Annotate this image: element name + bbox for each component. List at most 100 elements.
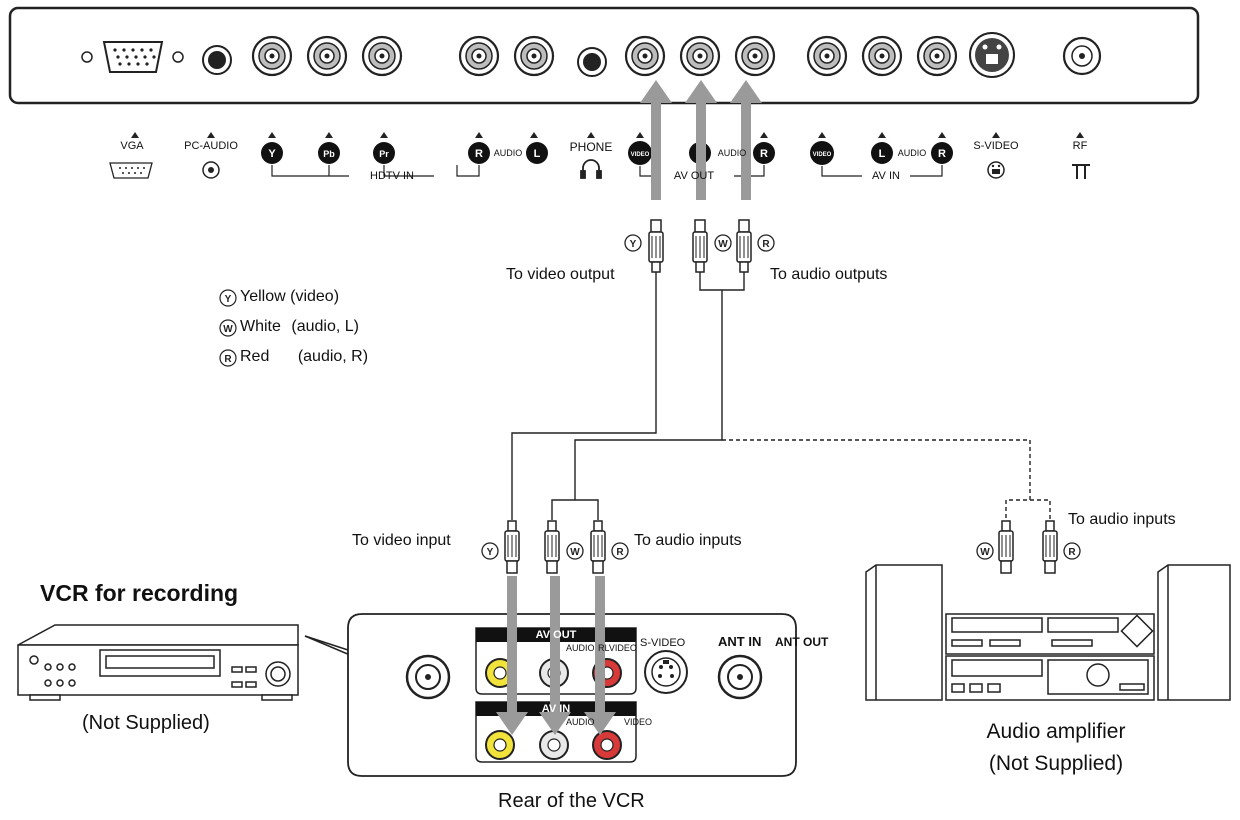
tv-audio-r-plug <box>736 219 752 273</box>
tv-plug-letter-r: R <box>762 239 770 250</box>
vcr-audio-l-plug <box>544 520 560 574</box>
label-rf: RF <box>1072 140 1088 152</box>
vcr-plug-letter-r: R <box>616 547 624 558</box>
label-to-audio-outputs: To audio outputs <box>770 266 888 283</box>
phone-jack <box>577 47 607 77</box>
label-s-video: S-VIDEO <box>973 140 1019 152</box>
vcr-rl-video-label: RLVIDEO <box>598 643 637 653</box>
amplifier-not-supplied: (Not Supplied) <box>988 752 1124 775</box>
av-out-arrows <box>640 80 762 200</box>
label-av-out-audio: AUDIO <box>717 148 747 158</box>
label-av-out: AV OUT <box>673 170 715 182</box>
label-to-video-input: To video input <box>352 532 451 549</box>
label-to-video-output: To video output <box>506 266 615 283</box>
legend-yellow-color: Yellow <box>240 288 286 305</box>
port-group-brackets <box>271 165 943 177</box>
antenna-icon <box>1072 164 1090 179</box>
legend-symbol-w: W <box>223 324 233 335</box>
vcr-audio-out-label: AUDIO <box>566 643 595 653</box>
tv-plug-letter-y: Y <box>630 239 637 250</box>
badge-avout-r: R <box>760 148 768 160</box>
audio-amplifier-illustration <box>865 564 1231 701</box>
vcr-av-in-label: AV IN <box>541 703 571 715</box>
amp-plug-letter-w: W <box>980 547 990 558</box>
legend-white-desc: (audio, L) <box>291 318 359 335</box>
label-hdtv-in: HDTV IN <box>370 170 414 182</box>
vcr-not-supplied: (Not Supplied) <box>82 712 210 734</box>
badge-avout-video: VIDEO <box>631 152 650 158</box>
amp-audio-r-plug <box>1042 520 1058 574</box>
hdtv-y-jack <box>251 35 293 77</box>
tv-audio-l-plug <box>692 219 708 273</box>
badge-hdtv-l: L <box>534 148 541 160</box>
label-av-in: AV IN <box>872 170 900 182</box>
legend-symbols <box>219 289 237 367</box>
amp-audio-l-plug <box>998 520 1014 574</box>
vcr-audio-in-label: AUDIO <box>566 717 595 727</box>
vcr-plug-letter-w: W <box>570 547 580 558</box>
label-hdtv-audio: AUDIO <box>493 148 523 158</box>
label-vga: VGA <box>120 140 144 152</box>
av-in-r-jack <box>916 35 958 77</box>
vcr-in-arrows <box>496 576 616 735</box>
av-out-video-jack <box>624 35 666 77</box>
legend-red-desc: (audio, R) <box>297 348 369 365</box>
label-pc-audio: PC-AUDIO <box>184 140 238 152</box>
pc-audio-icon <box>202 161 220 179</box>
pc-audio-jack <box>202 45 232 75</box>
tv-video-plug <box>648 219 664 273</box>
vcr-plug-letter-circles <box>481 542 1081 560</box>
legend-white-color: White <box>240 318 281 335</box>
amplifier-title: Audio amplifier <box>986 720 1126 743</box>
legend-symbol-r: R <box>224 354 232 365</box>
label-to-audio-inputs-vcr: To audio inputs <box>634 532 742 549</box>
badge-avin-l: L <box>879 148 886 160</box>
legend-red: Red (audio, R) <box>240 348 368 366</box>
vcr-ant-in-label: ANT IN <box>718 634 762 649</box>
legend-red-color: Red <box>240 348 270 365</box>
badge-pr: Pr <box>379 149 389 159</box>
badge-avin-video: VIDEO <box>813 152 832 158</box>
label-phone: PHONE <box>569 140 613 154</box>
legend-yellow-desc: (video) <box>290 288 340 305</box>
s-video-icon <box>987 161 1005 179</box>
vcr-video-plug <box>504 520 520 574</box>
vcr-plug-letter-y: Y <box>487 547 494 558</box>
label-to-audio-inputs-amp: To audio inputs <box>1068 511 1176 528</box>
vcr-av-out-label: AV OUT <box>535 629 577 641</box>
tv-plug-letter-circles <box>624 234 775 252</box>
tv-plug-letter-w: W <box>718 239 728 250</box>
av-in-video-jack <box>806 35 848 77</box>
vcr-front-illustration <box>17 624 351 701</box>
badge-hdtv-r: R <box>475 148 483 160</box>
vcr-ant-out-label: ANT OUT <box>775 635 829 649</box>
vcr-video-in-label: VIDEO <box>624 717 653 727</box>
av-in-l-jack <box>861 35 903 77</box>
port-badges <box>261 141 953 165</box>
badge-pb: Pb <box>323 149 335 159</box>
headphone-icon <box>580 159 602 179</box>
amp-plug-letter-r: R <box>1068 547 1076 558</box>
cables <box>511 272 1051 520</box>
legend-white: White (audio, L) <box>240 318 359 336</box>
hdtv-pr-jack <box>361 35 403 77</box>
hdtv-audio-r-jack <box>458 35 500 77</box>
vcr-s-video-label: S-VIDEO <box>640 637 686 649</box>
vcr-rear-caption: Rear of the VCR <box>498 790 645 812</box>
av-out-r-jack <box>734 35 776 77</box>
label-av-in-audio: AUDIO <box>897 148 927 158</box>
badge-avin-r: R <box>938 148 946 160</box>
legend-symbol-y: Y <box>225 294 232 305</box>
vcr-title: VCR for recording <box>40 580 239 606</box>
hdtv-pb-jack <box>306 35 348 77</box>
legend-yellow: Yellow (video) <box>240 288 339 306</box>
vga-icon <box>109 162 153 179</box>
hdtv-audio-l-jack <box>513 35 555 77</box>
s-video-jack <box>969 32 1015 78</box>
port-markers <box>131 132 1084 138</box>
badge-y: Y <box>268 148 276 160</box>
av-out-l-jack <box>679 35 721 77</box>
rf-jack <box>1062 36 1102 76</box>
vcr-audio-r-plug <box>590 520 606 574</box>
